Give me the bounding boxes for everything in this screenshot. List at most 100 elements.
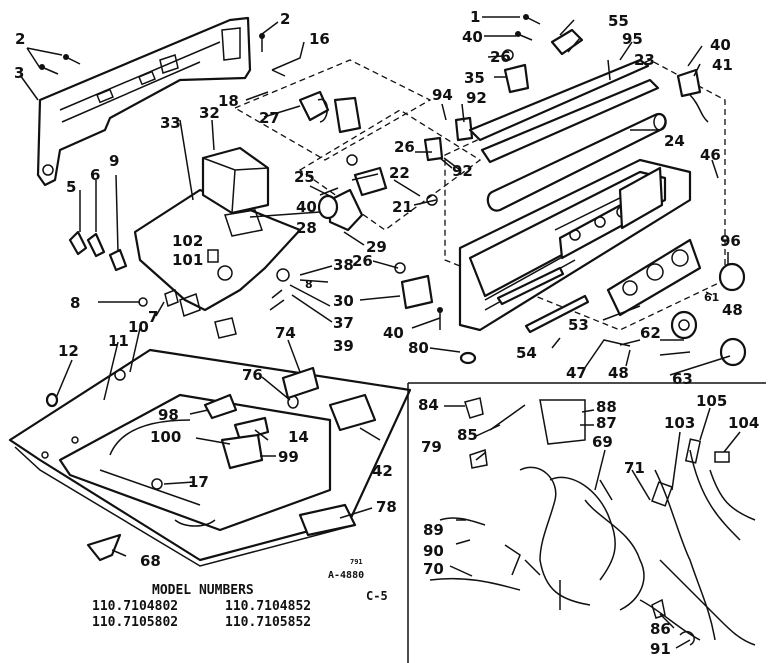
- callout-10: 10: [128, 318, 149, 336]
- callout-40: 40: [710, 36, 731, 54]
- callout-11: 11: [108, 332, 129, 350]
- callout-98: 98: [158, 406, 179, 424]
- callout-105: 105: [696, 392, 727, 410]
- top-cover-11: [8, 348, 412, 567]
- callout-89: 89: [423, 521, 444, 539]
- callout-87: 87: [596, 414, 617, 432]
- callout-39: 39: [333, 337, 354, 355]
- callout-46: 46: [700, 146, 721, 164]
- callout-27: 27: [259, 109, 280, 127]
- callout-41: 41: [712, 56, 733, 74]
- clips-left: [68, 230, 290, 339]
- rear-bracket-assembly: [36, 16, 252, 187]
- callout-5: 5: [66, 178, 76, 196]
- callout-68: 68: [140, 552, 161, 570]
- callout-33: 33: [160, 114, 181, 132]
- callout-2: 2: [15, 30, 25, 48]
- callout-99: 99: [278, 448, 299, 466]
- callout-26: 26: [394, 138, 415, 156]
- tiny-mark: 791: [350, 558, 363, 566]
- callout-7: 7: [148, 308, 158, 326]
- callout-23: 23: [634, 51, 655, 69]
- callout-54: 54: [516, 344, 537, 362]
- callout-38: 38: [333, 256, 354, 274]
- mounting-bracket-33: [133, 146, 302, 312]
- callout-35: 35: [464, 69, 485, 87]
- callout-61: 61: [704, 291, 719, 304]
- callout-8: 8: [305, 278, 313, 291]
- top-small-parts: [502, 14, 709, 123]
- callout-37: 37: [333, 314, 354, 332]
- callout-40: 40: [296, 198, 317, 216]
- wiring-harness-inset: [407, 382, 766, 663]
- callout-40: 40: [383, 324, 404, 342]
- callout-92: 92: [466, 89, 487, 107]
- callout-14: 14: [288, 428, 309, 446]
- callout-30: 30: [333, 292, 354, 310]
- callout-104: 104: [728, 414, 759, 432]
- callout-100: 100: [150, 428, 181, 446]
- callout-48: 48: [608, 364, 629, 382]
- callout-8: 8: [70, 294, 80, 312]
- callout-32: 32: [199, 104, 220, 122]
- callout-63: 63: [672, 370, 693, 388]
- leader-lines: [19, 16, 741, 649]
- terminal-block-27: [233, 59, 432, 161]
- callout-26: 26: [352, 252, 373, 270]
- callout-29: 29: [366, 238, 387, 256]
- callout-numbers: 1 2 2 3 5 6 7 8 8 9 10 11 12 14 16 17 18…: [14, 8, 759, 658]
- console-backsplash: [444, 59, 726, 332]
- model-numbers-block: MODEL NUMBERS 110.7104802 110.7104852 11…: [92, 583, 311, 630]
- callout-3: 3: [14, 64, 24, 82]
- callout-70: 70: [423, 560, 444, 578]
- transformer-30: [394, 262, 477, 365]
- callout-28: 28: [296, 219, 317, 237]
- callout-71: 71: [624, 459, 645, 477]
- callout-21: 21: [392, 198, 413, 216]
- model-numbers-heading: MODEL NUMBERS: [152, 583, 254, 598]
- screws-2: [39, 33, 286, 77]
- callout-90: 90: [423, 542, 444, 560]
- callout-101: 101: [172, 251, 203, 269]
- callout-102: 102: [172, 232, 203, 250]
- callout-88: 88: [596, 398, 617, 416]
- callout-55: 55: [608, 12, 629, 30]
- callout-6: 6: [90, 166, 100, 184]
- callout-96: 96: [720, 232, 741, 250]
- callout-95: 95: [622, 30, 643, 48]
- callout-16: 16: [309, 30, 330, 48]
- top-rail-and-tube: [468, 58, 667, 212]
- callout-17: 17: [188, 473, 209, 491]
- callout-103: 103: [664, 414, 695, 432]
- callout-26: 26: [490, 48, 511, 66]
- drawing-code: A-4880: [328, 570, 364, 581]
- callout-92: 92: [452, 162, 473, 180]
- model-number: 110.7105802: [92, 615, 178, 630]
- callout-91: 91: [650, 640, 671, 658]
- callout-40: 40: [462, 28, 483, 46]
- callout-1: 1: [470, 8, 480, 26]
- callout-85: 85: [457, 426, 478, 444]
- callout-25: 25: [294, 168, 315, 186]
- callout-47: 47: [566, 364, 587, 382]
- page-code: C-5: [366, 589, 388, 603]
- callout-78: 78: [376, 498, 397, 516]
- callout-80: 80: [408, 339, 429, 357]
- callout-42: 42: [372, 462, 393, 480]
- callout-22: 22: [389, 164, 410, 182]
- callout-84: 84: [418, 396, 439, 414]
- callout-53: 53: [568, 316, 589, 334]
- model-number: 110.7104802: [92, 599, 178, 614]
- callout-18: 18: [218, 92, 239, 110]
- callout-69: 69: [592, 433, 613, 451]
- callout-2: 2: [280, 10, 290, 28]
- model-number: 110.7105852: [225, 615, 311, 630]
- callout-62: 62: [640, 324, 661, 342]
- callout-86: 86: [650, 620, 671, 638]
- callout-74: 74: [275, 324, 296, 342]
- callout-12: 12: [58, 342, 79, 360]
- timer-motor-28: [317, 187, 339, 220]
- lid-hinge-parts: [45, 366, 377, 562]
- switch-group: [298, 109, 482, 232]
